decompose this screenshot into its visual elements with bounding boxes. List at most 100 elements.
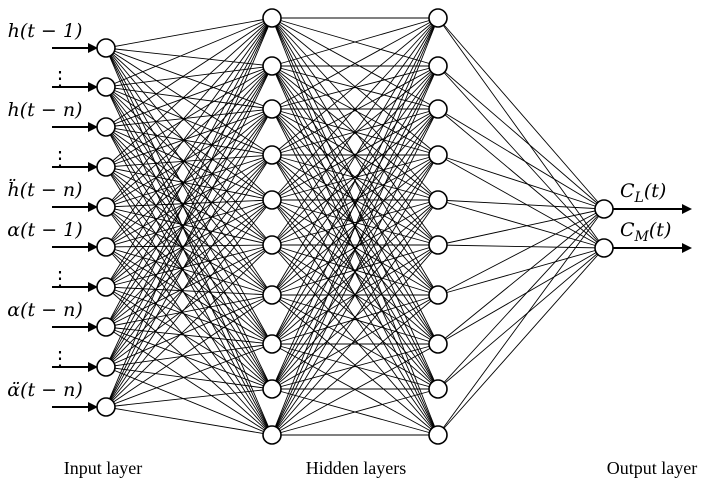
- edge-input-9-to-hidden1-2: [105, 65, 273, 368]
- hidden2-node-3: [428, 99, 448, 119]
- edge-hidden2-7-to-output-1: [437, 208, 605, 296]
- edge-input-5-to-hidden1-3: [105, 108, 273, 208]
- input-label: α(t − n): [7, 299, 83, 321]
- edge-input-5-to-hidden1-1: [105, 17, 273, 208]
- edge-hidden1-4-to-hidden2-1: [271, 17, 439, 156]
- edge-input-7-to-hidden1-10: [105, 286, 273, 436]
- edge-input-8-to-hidden1-8: [105, 326, 273, 345]
- edge-input-7-to-hidden1-3: [105, 108, 273, 288]
- output-layer-caption: Output layer: [607, 458, 697, 478]
- edge-input-4-to-hidden1-10: [105, 166, 273, 436]
- edge-input-10-to-hidden1-1: [105, 17, 273, 408]
- edge-input-2-to-hidden1-5: [105, 86, 273, 201]
- edge-hidden2-3-to-output-2: [437, 108, 605, 249]
- edge-input-3-to-hidden1-1: [105, 17, 273, 128]
- edge-input-9-to-hidden1-10: [105, 366, 273, 436]
- edge-input-10-to-hidden1-8: [105, 343, 273, 408]
- edge-input-10-to-hidden1-2: [105, 65, 273, 408]
- edge-input-2-to-hidden1-8: [105, 86, 273, 345]
- edge-input-9-to-hidden1-3: [105, 108, 273, 368]
- hidden1-node-1: [262, 8, 282, 28]
- hidden2-node-8: [428, 334, 448, 354]
- edge-hidden2-8-to-output-2: [437, 247, 605, 345]
- io-labels: h(t − 1)⋮h(t − n)⋮ḧ(t − n)α(t − 1)⋮α(t −…: [7, 20, 671, 401]
- edge-input-2-to-hidden1-7: [105, 86, 273, 296]
- edge-input-4-to-hidden1-1: [105, 17, 273, 168]
- edge-hidden2-5-to-output-2: [437, 199, 605, 249]
- edge-hidden1-6-to-hidden2-1: [271, 17, 439, 246]
- hidden1-node-4: [262, 145, 282, 165]
- edge-input-4-to-hidden1-4: [105, 154, 273, 168]
- hidden1-node-8: [262, 334, 282, 354]
- hidden1-node-10: [262, 425, 282, 445]
- hidden2-node-10: [428, 425, 448, 445]
- edge-input-8-to-hidden1-5: [105, 199, 273, 328]
- edge-input-8-to-hidden1-4: [105, 154, 273, 328]
- edge-hidden2-2-to-output-1: [437, 65, 605, 210]
- edge-input-1-to-hidden1-7: [105, 47, 273, 296]
- edge-input-10-to-hidden1-7: [105, 294, 273, 408]
- edge-input-7-to-hidden1-6: [105, 244, 273, 288]
- edge-hidden1-10-to-hidden2-4: [271, 154, 439, 436]
- input-ellipsis: ⋮: [50, 346, 70, 370]
- input-label: h(t − n): [8, 99, 83, 121]
- input-node-3: [96, 117, 116, 137]
- edge-input-7-to-hidden1-4: [105, 154, 273, 288]
- input-label: α̈(t − n): [7, 379, 83, 401]
- output-label: CM(t): [620, 219, 671, 245]
- output-label: CL(t): [620, 180, 666, 206]
- edge-input-9-to-hidden1-9: [105, 366, 273, 390]
- edge-hidden2-4-to-output-2: [437, 154, 605, 249]
- edge-hidden2-2-to-output-2: [437, 65, 605, 249]
- edge-hidden1-3-to-hidden2-1: [271, 17, 439, 110]
- edge-input-7-to-hidden1-8: [105, 286, 273, 345]
- edge-input-4-to-hidden1-3: [105, 108, 273, 168]
- edge-hidden1-7-to-hidden2-6: [271, 244, 439, 296]
- edge-hidden1-9-to-hidden2-1: [271, 17, 439, 390]
- edge-hidden1-10-to-hidden2-6: [271, 244, 439, 436]
- edge-hidden2-9-to-output-1: [437, 208, 605, 390]
- edge-input-8-to-hidden1-7: [105, 294, 273, 328]
- edge-hidden1-6-to-hidden2-2: [271, 65, 439, 246]
- hidden1-node-5: [262, 190, 282, 210]
- edge-hidden2-7-to-output-2: [437, 247, 605, 296]
- hidden1-node-3: [262, 99, 282, 119]
- edge-input-9-to-hidden1-8: [105, 343, 273, 368]
- edge-input-2-to-hidden1-3: [105, 86, 273, 110]
- edge-hidden1-7-to-hidden2-4: [271, 154, 439, 296]
- edge-input-9-to-hidden1-7: [105, 294, 273, 368]
- edge-input-7-to-hidden1-7: [105, 286, 273, 296]
- input-ellipsis: ⋮: [50, 66, 70, 90]
- edge-input-10-to-hidden1-10: [105, 406, 273, 436]
- input-node-6: [96, 237, 116, 257]
- edge-hidden1-10-to-hidden2-5: [271, 199, 439, 436]
- edge-input-7-to-hidden1-2: [105, 65, 273, 288]
- edge-input-6-to-hidden1-6: [105, 244, 273, 248]
- output-node-2: [594, 238, 614, 258]
- edge-hidden2-1-to-output-1: [437, 17, 605, 210]
- edge-input-7-to-hidden1-5: [105, 199, 273, 288]
- edge-hidden2-9-to-output-2: [437, 247, 605, 390]
- edge-input-10-to-hidden1-5: [105, 199, 273, 408]
- edge-input-10-to-hidden1-4: [105, 154, 273, 408]
- edge-hidden1-7-to-hidden2-1: [271, 17, 439, 296]
- edge-hidden1-2-to-hidden2-1: [271, 17, 439, 67]
- edge-input-6-to-hidden1-4: [105, 154, 273, 248]
- input-node-2: [96, 77, 116, 97]
- input-label: α(t − 1): [7, 219, 82, 241]
- edge-input-1-to-hidden1-1: [105, 17, 273, 49]
- hidden2-node-2: [428, 56, 448, 76]
- edge-input-3-to-hidden1-4: [105, 126, 273, 156]
- edge-hidden1-10-to-hidden2-7: [271, 294, 439, 436]
- edge-input-4-to-hidden1-6: [105, 166, 273, 246]
- edge-hidden1-5-to-hidden2-3: [271, 108, 439, 201]
- hidden1-node-6: [262, 235, 282, 255]
- input-node-5: [96, 197, 116, 217]
- edge-hidden1-7-to-hidden2-3: [271, 108, 439, 296]
- edge-hidden2-8-to-output-1: [437, 208, 605, 345]
- edge-input-2-to-hidden1-1: [105, 17, 273, 88]
- input-ellipsis: ⋮: [50, 266, 70, 290]
- hidden2-node-5: [428, 190, 448, 210]
- input-node-10: [96, 397, 116, 417]
